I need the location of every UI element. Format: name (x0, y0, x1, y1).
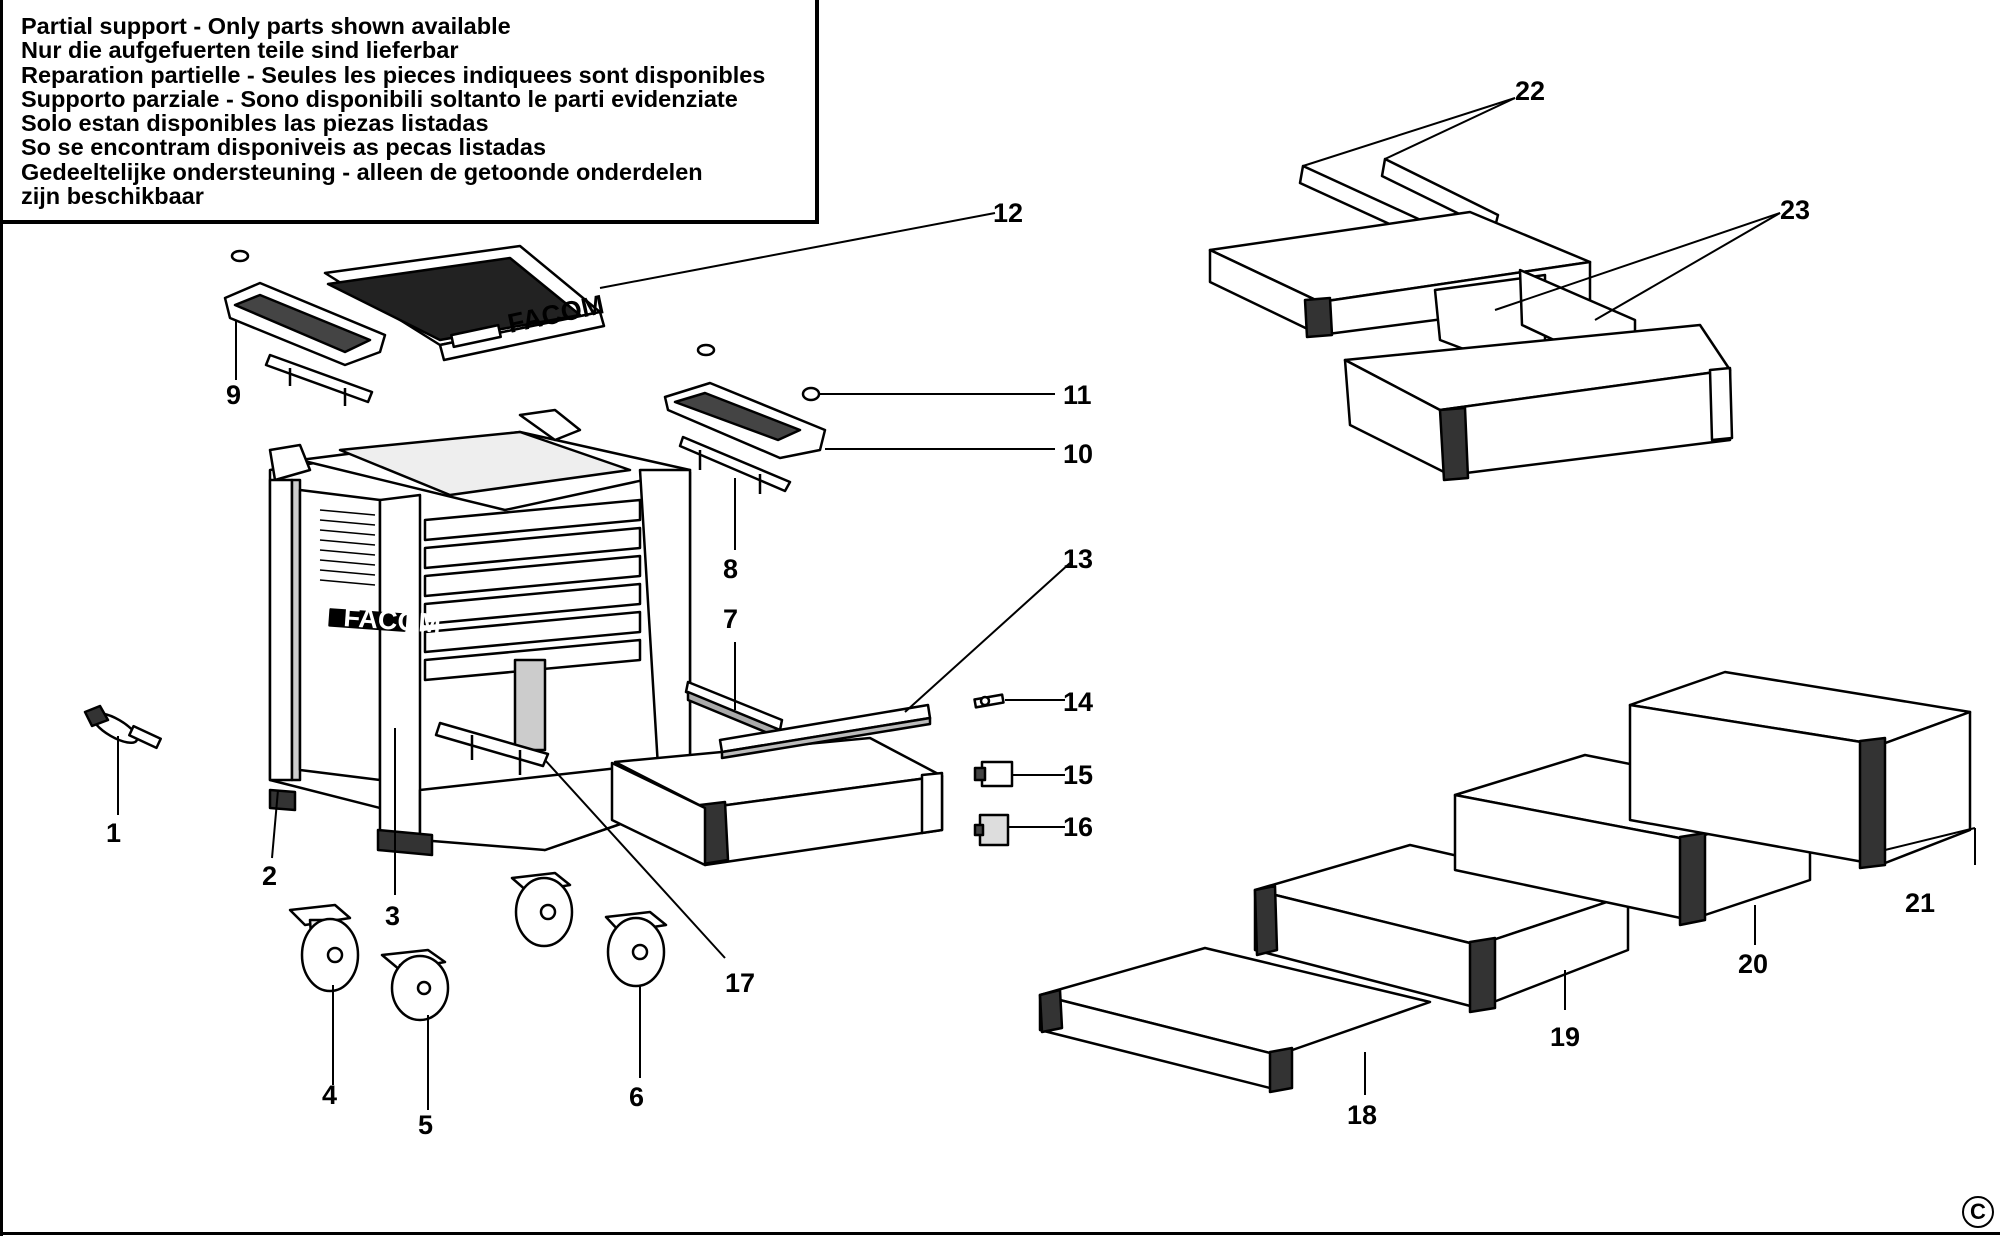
facom-logo-cabinet: FACOM (343, 602, 442, 639)
frame-bottom-border (0, 1232, 2000, 1235)
notice-line-pt: So se encontram disponiveis as pecas lis… (21, 134, 547, 161)
callout-10: 10 (1063, 439, 1093, 469)
callout-labels: 1 2 3 4 5 6 7 8 9 10 11 12 13 14 15 16 1… (106, 76, 1935, 1140)
part-16-stop-block (973, 813, 1010, 847)
callout-17: 17 (725, 968, 755, 998)
notice-line-es: Solo estan disponibles las piezas listad… (21, 110, 489, 137)
part-4-caster (288, 903, 360, 993)
callout-14: 14 (1063, 687, 1093, 717)
part-15-latch (973, 760, 1014, 788)
part-1-lock (83, 704, 162, 750)
callout-2: 2 (262, 861, 277, 891)
callout-6: 6 (629, 1082, 644, 1112)
copyright-symbol: C (1962, 1196, 1994, 1228)
part-11-cap-button (801, 386, 821, 402)
part-18-shallow-drawer (1038, 946, 1432, 1094)
part-12-top-mat: FACOM (323, 244, 607, 362)
callout-1: 1 (106, 818, 121, 848)
part-19-medium-drawer (1253, 843, 1630, 1014)
callout-7: 7 (723, 604, 738, 634)
part-21-deepest-drawer (1628, 670, 1972, 870)
callout-15: 15 (1063, 760, 1093, 790)
notice-line-fr: Reparation partielle - Seules les pieces… (21, 61, 766, 88)
frame-left-border (0, 0, 3, 1236)
part-10-right-end-cap (663, 343, 827, 494)
callout-11: 11 (1063, 380, 1092, 410)
part-5-caster-brake (380, 948, 450, 1022)
part-13-drawer (610, 703, 944, 867)
callout-8: 8 (723, 554, 738, 584)
lower-drawer-assembly (1343, 323, 1734, 482)
callout-21: 21 (1905, 888, 1935, 918)
part-9-left-end-cap (223, 249, 387, 406)
notice-line-nl: Gedeeltelijke ondersteuning - alleen de … (21, 158, 703, 185)
callout-5: 5 (418, 1110, 433, 1140)
part-6-caster-fixed (604, 910, 668, 988)
callout-18: 18 (1347, 1100, 1377, 1130)
callout-19: 19 (1550, 1022, 1580, 1052)
callout-4: 4 (322, 1080, 337, 1110)
callout-16: 16 (1063, 812, 1093, 842)
callout-20: 20 (1738, 949, 1768, 979)
caster-spare (510, 871, 574, 948)
part-17-slide-bracket (434, 721, 550, 775)
callout-22: 22 (1515, 76, 1545, 106)
availability-notice-box: Partial support - Only parts shown avail… (3, 0, 819, 224)
callout-13: 13 (1063, 544, 1093, 574)
part-14-screw (973, 693, 1005, 709)
part-2-cabinet-body: FACOM (268, 408, 692, 857)
notice-line-it: Supporto parziale - Sono disponibili sol… (21, 85, 738, 112)
callout-3: 3 (385, 901, 400, 931)
callout-9: 9 (226, 380, 241, 410)
notice-line-nl-cont: zijn beschikbaar (21, 183, 204, 210)
notice-line-en: Partial support - Only parts shown avail… (21, 13, 511, 39)
callout-23: 23 (1780, 195, 1810, 225)
callout-12: 12 (993, 198, 1023, 228)
leader-lines (117, 97, 1976, 1110)
notice-line-de: Nur die aufgefuerten teile sind lieferba… (21, 37, 459, 64)
